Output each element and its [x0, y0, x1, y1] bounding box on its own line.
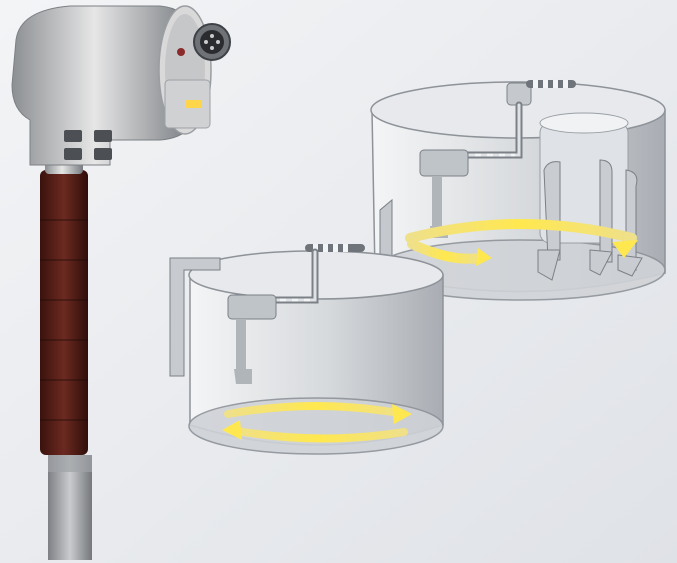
- sensor-assembly: [11, 5, 231, 560]
- tank-large: [370, 80, 666, 301]
- probe-rod: [40, 170, 88, 455]
- status-led-icon: [177, 48, 185, 56]
- connector-icon: [193, 23, 231, 61]
- label-yellow-tag: [185, 100, 201, 108]
- probe-blade-top: [48, 455, 92, 472]
- flow-arrow-icon: [405, 219, 638, 266]
- tank-small: [169, 244, 444, 455]
- probe-blade: [48, 455, 92, 560]
- flow-arrow-icon-bottom: [222, 402, 412, 443]
- probe-rod-bands: [40, 219, 88, 421]
- elbow-bolts: [64, 130, 112, 160]
